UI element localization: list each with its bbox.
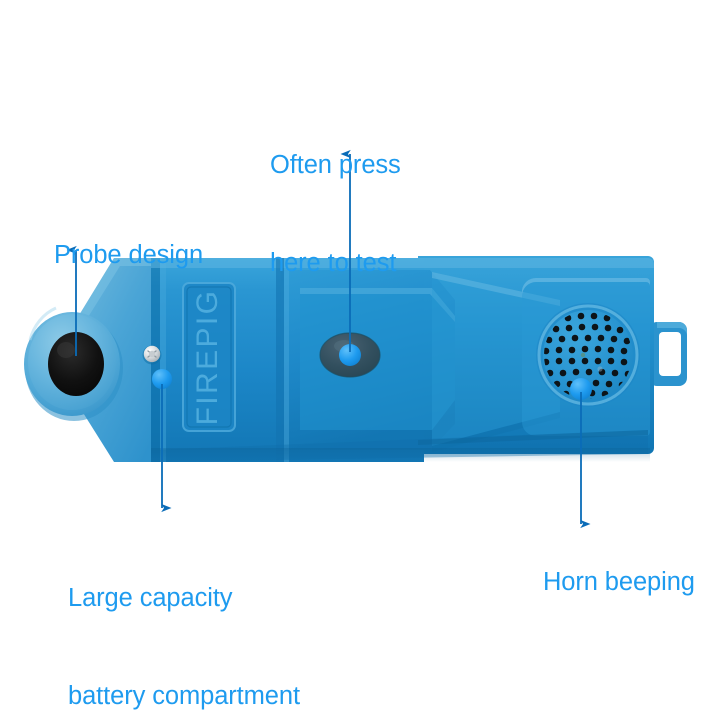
callout-test-line2: here to test bbox=[270, 249, 397, 278]
screw-icon bbox=[142, 345, 162, 365]
speaker-marker bbox=[570, 378, 592, 400]
callout-probe-design: Probe design bbox=[26, 206, 203, 304]
diagonal-wedge bbox=[432, 272, 560, 446]
probe-sensor bbox=[24, 306, 123, 421]
callout-horn-beeping: Horn beeping bbox=[515, 533, 695, 631]
callout-test-line1: Often press bbox=[270, 151, 401, 180]
callout-horn-line1: Horn beeping bbox=[542, 567, 695, 596]
callout-battery-line2: battery compartment bbox=[68, 682, 300, 711]
test-button-marker bbox=[339, 344, 361, 366]
callout-probe-design-line1: Probe design bbox=[53, 240, 204, 269]
hanging-loop bbox=[649, 322, 687, 386]
battery-compartment-marker bbox=[152, 369, 172, 389]
callout-battery-line1: Large capacity bbox=[68, 584, 233, 613]
speaker-grille bbox=[536, 303, 640, 407]
brand-text: FIREPIG bbox=[191, 289, 224, 426]
callout-often-press-here-to-test: Often press here to test bbox=[270, 84, 401, 345]
brand-badge: FIREPIG bbox=[182, 282, 236, 432]
probe-dark-center bbox=[48, 332, 104, 396]
panel-seam-vertical bbox=[276, 258, 284, 462]
callout-large-capacity-battery-compartment: Large capacity battery compartment bbox=[68, 517, 300, 720]
